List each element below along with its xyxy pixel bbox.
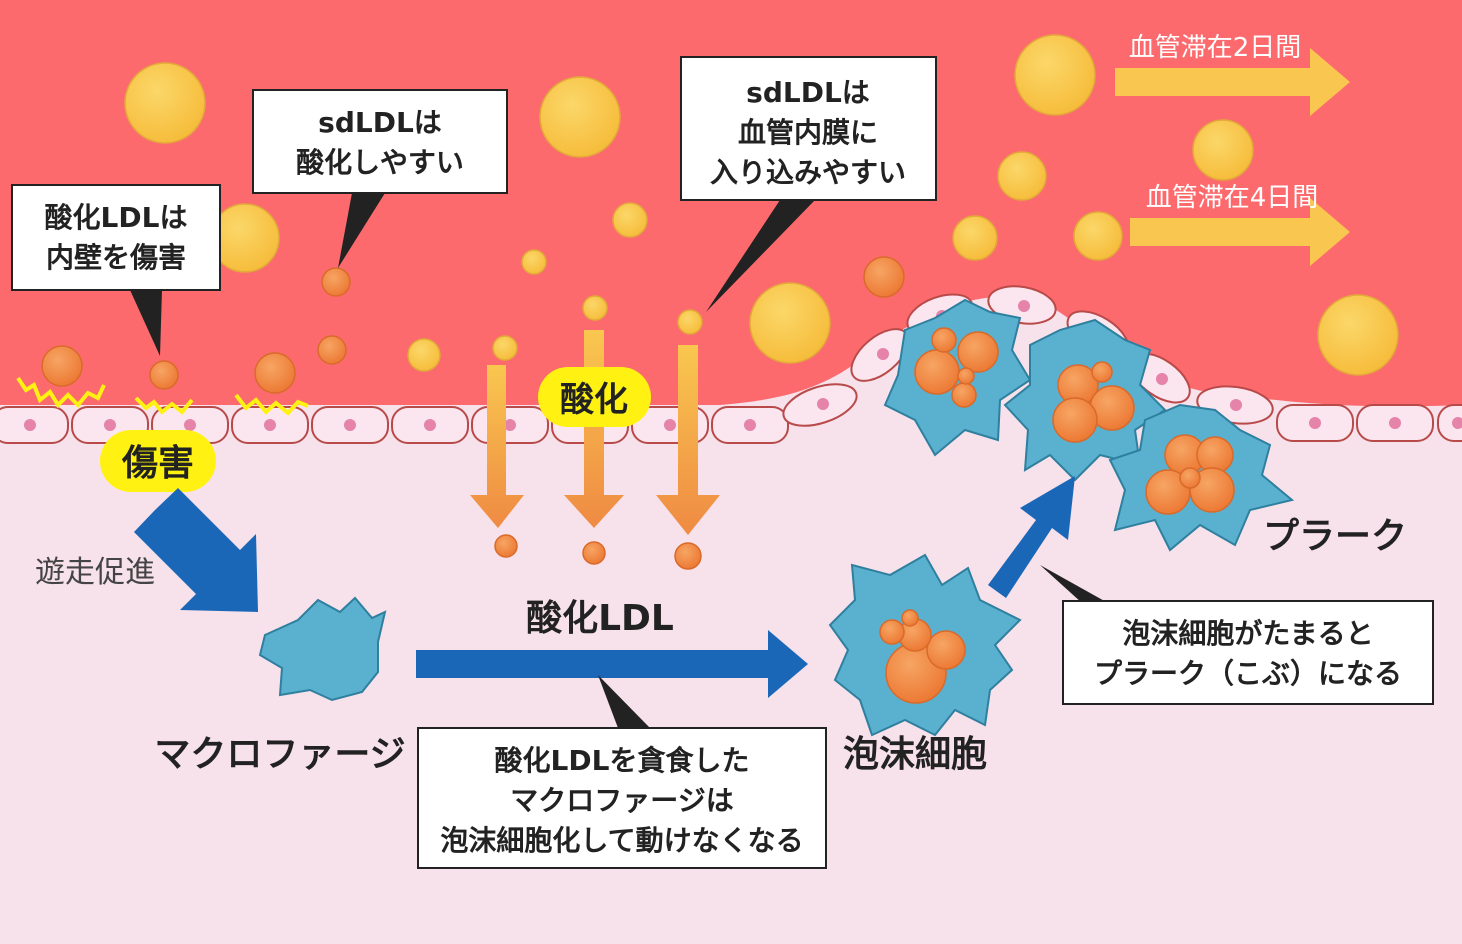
svg-text:酸化LDLは: 酸化LDLは [45,201,188,234]
svg-text:泡沫細胞がたまると: 泡沫細胞がたまると [1122,617,1373,650]
svg-text:血管内膜に: 血管内膜に [738,116,878,149]
cell-nucleus [1452,417,1462,429]
cell-nucleus [744,419,756,431]
endothelial-cell [1437,404,1462,442]
retention-label-2days: 血管滞在2日間 [1129,33,1302,63]
callout-macrophage-phagocytose: 酸化LDLを貪食した マクロファージは 泡沫細胞化して動けなくなる [417,675,827,869]
macrophage-label: マクロファージ [154,734,405,775]
callout-oxidized-ldl-damage: 酸化LDLは 内壁を傷害 [11,184,221,356]
cell-nucleus [424,419,436,431]
oxidized-ldl-label: 酸化LDL [526,598,674,639]
damage-badge: 傷害 [100,430,216,492]
ldl-particles [124,34,1399,376]
cell-nucleus [1309,417,1321,429]
cell-nucleus [504,419,516,431]
oxidation-arrows [470,330,720,535]
svg-text:泡沫細胞化して動けなくなる: 泡沫細胞化して動けなくなる [440,824,803,857]
migration-label: 遊走促進 [35,555,155,590]
flow-arrows [134,476,1075,698]
svg-text:酸化LDLを貪食した: 酸化LDLを貪食した [495,744,750,777]
cell-nucleus [184,419,196,431]
retention-label-4days: 血管滞在4日間 [1146,183,1319,213]
svg-text:sdLDLは: sdLDLは [318,106,442,139]
plaque-formation-arrow [988,476,1075,598]
svg-text:酸化: 酸化 [560,380,628,420]
cell-nucleus [1389,417,1401,429]
cell-nucleus [24,419,36,431]
cell-nucleus [664,419,676,431]
foam-cell [828,553,1022,737]
plaque-fat-droplets [914,327,1235,515]
cell-nucleus [264,419,276,431]
cell-nucleus [344,419,356,431]
oxidized-ldl-blood [41,256,905,394]
damage-sparks [16,376,309,416]
plaque-label: プラーク [1263,516,1407,557]
svg-text:プラーク（こぶ）になる: プラーク（こぶ）になる [1094,657,1402,690]
svg-text:入り込みやすい: 入り込みやすい [710,156,906,189]
phagocytosis-arrow [416,630,808,698]
svg-text:マクロファージは: マクロファージは [510,784,733,817]
callout-foam-cell-plaque: 泡沫細胞がたまると プラーク（こぶ）になる [1040,565,1434,705]
svg-text:傷害: 傷害 [121,443,194,484]
plaque [883,298,1295,552]
cell-nucleus [104,419,116,431]
callout-sdldl-oxidize: sdLDLは 酸化しやすい [252,89,508,268]
macrophage-cell [258,596,387,702]
callout-sdldl-intima: sdLDLは 血管内膜に 入り込みやすい [680,56,937,312]
svg-text:内壁を傷害: 内壁を傷害 [46,241,186,274]
foam-cell-label: 泡沫細胞 [843,734,987,775]
retention-arrow-2days [1115,48,1350,116]
svg-text:酸化しやすい: 酸化しやすい [296,146,464,179]
oxidation-badge: 酸化 [538,367,651,427]
retention-arrow-4days [1130,198,1350,266]
svg-text:sdLDLは: sdLDLは [746,76,870,109]
oxidized-ldl-tissue [494,534,702,570]
migration-arrow [134,488,258,612]
